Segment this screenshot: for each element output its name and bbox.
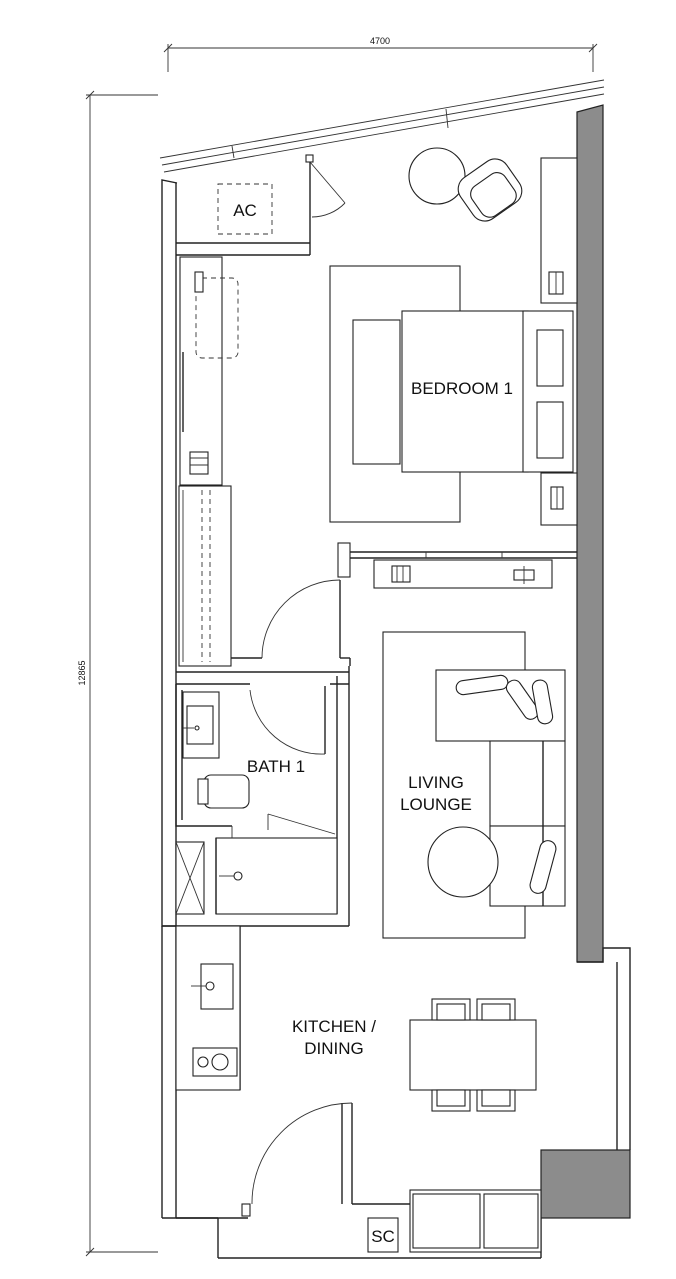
dimension-height-label: 12865: [77, 660, 87, 685]
ac-ledge: AC: [176, 154, 346, 256]
column-block: [540, 1149, 631, 1219]
bath-label: BATH 1: [247, 757, 305, 776]
sc-label: SC: [371, 1227, 395, 1246]
dining-set: [409, 998, 537, 1112]
living-label-line2: LOUNGE: [400, 795, 472, 814]
dimension-height: 12865: [77, 90, 158, 1257]
entry-door: [241, 1102, 410, 1217]
bedroom-partition: [337, 542, 577, 589]
ac-label: AC: [233, 201, 257, 220]
dimension-width: 4700: [163, 36, 598, 72]
kitchen-label-line2: DINING: [304, 1039, 364, 1058]
round-table: [408, 147, 466, 205]
kitchen-label-line1: KITCHEN /: [292, 1017, 376, 1036]
living-label-line1: LIVING: [408, 773, 464, 792]
coffee-table: [427, 826, 499, 898]
dimension-width-label: 4700: [370, 36, 390, 46]
wardrobe: [178, 256, 239, 667]
bedroom-label: BEDROOM 1: [411, 379, 513, 398]
top-window: [159, 79, 605, 173]
kitchen-dining: KITCHEN / DINING: [175, 925, 376, 1091]
shoe-cabinet: SC: [367, 1189, 542, 1253]
living-lounge: LIVING LOUNGE: [382, 631, 566, 939]
utility-shaft: [175, 841, 205, 915]
bedroom-door: [231, 579, 351, 666]
bedroom-1: BEDROOM 1: [329, 147, 578, 526]
bath-1: BATH 1: [175, 666, 350, 927]
right-structural-wall: [576, 104, 604, 963]
